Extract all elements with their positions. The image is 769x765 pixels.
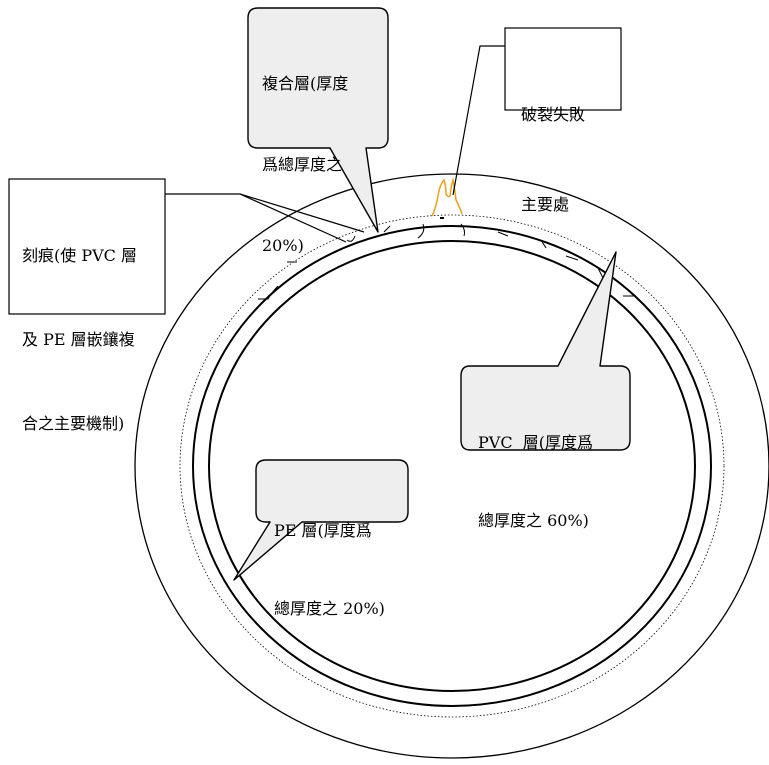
notch-mark [383, 225, 391, 233]
pvc-layer-line-2: 總厚度之 60%) [478, 511, 589, 530]
notch-leader [239, 193, 347, 243]
notch-line-3: 合之主要機制) [22, 414, 125, 433]
fracture-point-line-2: 主要處 [521, 195, 570, 214]
notch-mark [460, 223, 466, 237]
callout-composite-layer-shape [247, 7, 389, 233]
fracture-point-line-1: 破裂失敗 [521, 105, 586, 124]
notch-label: 刻痕(使 PVC 層 及 PE 層嵌鑲複 合之主要機制) [22, 186, 137, 466]
pe-layer-line-2: 總厚度之 20%) [274, 599, 385, 618]
outer-pvc-ring [134, 173, 769, 759]
callout-pe-layer-shape [233, 459, 409, 581]
pvc-layer-line-1: PVC 層(厚度爲 [478, 433, 593, 452]
notch-line-2: 及 PE 層嵌鑲複 [22, 330, 135, 349]
notch-line-1: 刻痕(使 PVC 層 [22, 246, 137, 265]
composite-layer-line-3: 20%) [262, 236, 304, 255]
pe-outer-ring [192, 225, 712, 707]
pvc-layer-label: PVC 層(厚度爲 總厚度之 60%) [478, 378, 593, 560]
notch-mark [346, 235, 356, 242]
fracture-point-label: 破裂失敗 主要處 [521, 40, 585, 250]
notch-mark [540, 239, 547, 249]
composite-layer-line-1: 複合層(厚度 [262, 74, 349, 93]
crack-mark [431, 177, 463, 217]
composite-layer-label: 複合層(厚度 爲總厚度之 20%) [262, 16, 348, 286]
fracture-point-box [504, 27, 622, 111]
notch-marks [258, 223, 634, 300]
callout-pvc-layer-shape [460, 251, 631, 451]
composite-layer-line-2: 爲總厚度之 [262, 155, 343, 174]
notch-mark [565, 255, 579, 261]
pe-layer-line-1: PE 層(厚度爲 [274, 521, 372, 540]
notch-mark [258, 285, 279, 300]
fracture-leader [452, 45, 505, 196]
pe-layer-label: PE 層(厚度爲 總厚度之 20%) [274, 466, 385, 648]
notch-mark [417, 223, 425, 239]
inner-bore-ring [208, 240, 696, 692]
leader-lines [165, 45, 505, 243]
notch-box [8, 178, 166, 315]
dotted-composite-ring [179, 214, 725, 718]
notch-mark [497, 231, 509, 237]
